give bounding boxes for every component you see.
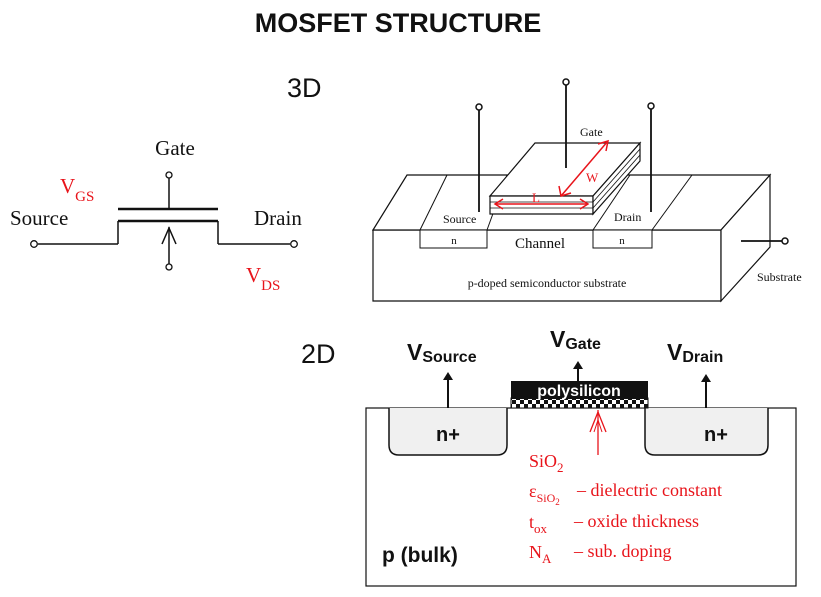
legend-tox: tox (529, 512, 548, 536)
legend-na: NA (529, 542, 552, 566)
vds-label: VDS (246, 263, 280, 294)
legend-na-desc: – sub. doping (573, 541, 672, 561)
legend-sio2: SiO2 (529, 451, 564, 475)
body-arrow-icon (161, 226, 177, 245)
gate-side-layer-1 (592, 148, 641, 203)
source-pin-terminal-icon (475, 103, 483, 111)
bulk-label: p (bulk) (382, 544, 458, 567)
width-arrow-head-top (597, 139, 609, 152)
source-3d-label: Source (443, 212, 476, 226)
polysilicon-gate (511, 381, 648, 399)
drain-region-edge-2 (651, 174, 693, 231)
v-gate-arrow-icon (573, 361, 583, 369)
substrate-pin-terminal-icon (781, 237, 789, 245)
n-left-label: n (451, 235, 457, 247)
channel-label: Channel (515, 236, 565, 252)
source-region-edge-1 (419, 174, 448, 231)
page-title: MOSFET STRUCTURE (255, 8, 542, 38)
n-well-left (419, 229, 488, 249)
mosfet-3d-view: n n Channel p-doped semiconductor substr… (371, 78, 802, 303)
n-plus-well-left (388, 408, 508, 456)
symbol-source-label: Source (10, 206, 68, 230)
n-plus-right-label: n+ (704, 424, 728, 446)
n-plus-well-right (644, 408, 769, 456)
substrate-side-face (720, 173, 771, 303)
length-arrow-head-left (493, 198, 504, 210)
v-source-label: VSource (407, 339, 477, 366)
gate-3d-label: Gate (580, 125, 603, 139)
legend-epsilon-desc: – dielectric constant (576, 480, 722, 500)
width-arrow (560, 140, 609, 197)
symbol-gate-label: Gate (155, 136, 195, 160)
substrate-text: p-doped semiconductor substrate (468, 276, 627, 290)
gate-pin-terminal-icon (562, 78, 570, 86)
legend-epsilon: εSiO2 (529, 481, 560, 507)
body-terminal-icon (165, 263, 173, 271)
mosfet-symbol: Gate Source Drain VGS VDS (10, 136, 302, 294)
gate-side-layer-2 (592, 154, 641, 209)
n-plus-left-label: n+ (436, 424, 460, 446)
drain-region-edge-1 (592, 174, 631, 231)
source-terminal-icon (30, 240, 38, 248)
width-arrow-head-bottom (558, 185, 572, 197)
n-right-label: n (619, 235, 625, 247)
label-3d: 3D (287, 73, 322, 103)
label-2d: 2D (301, 339, 336, 369)
length-label: L (532, 190, 540, 205)
gate-terminal-icon (165, 171, 173, 179)
v-drain-label: VDrain (667, 339, 723, 366)
legend-tox-desc: – oxide thickness (573, 511, 699, 531)
substrate-label: Substrate (757, 270, 802, 284)
oxide-pointer-arrow-icon (589, 410, 607, 433)
drain-terminal-icon (290, 240, 298, 248)
v-gate-label: VGate (550, 326, 601, 353)
drain-pin-terminal-icon (647, 102, 655, 110)
v-drain-arrow-icon (701, 374, 711, 382)
vgs-label: VGS (60, 174, 94, 205)
symbol-drain-label: Drain (254, 206, 302, 230)
oxide-pointer-arrow-inner (593, 418, 603, 433)
v-source-arrow-icon (443, 372, 453, 380)
length-arrow-head-right (579, 198, 590, 210)
mosfet-2d-view: VSource VGate VDrain n+ n+ polysilicon (365, 326, 797, 587)
width-label: W (586, 170, 599, 185)
drain-3d-label: Drain (614, 210, 641, 224)
n-well-right (592, 229, 653, 249)
gate-front-face (489, 195, 594, 215)
polysilicon-label: polysilicon (537, 383, 621, 400)
